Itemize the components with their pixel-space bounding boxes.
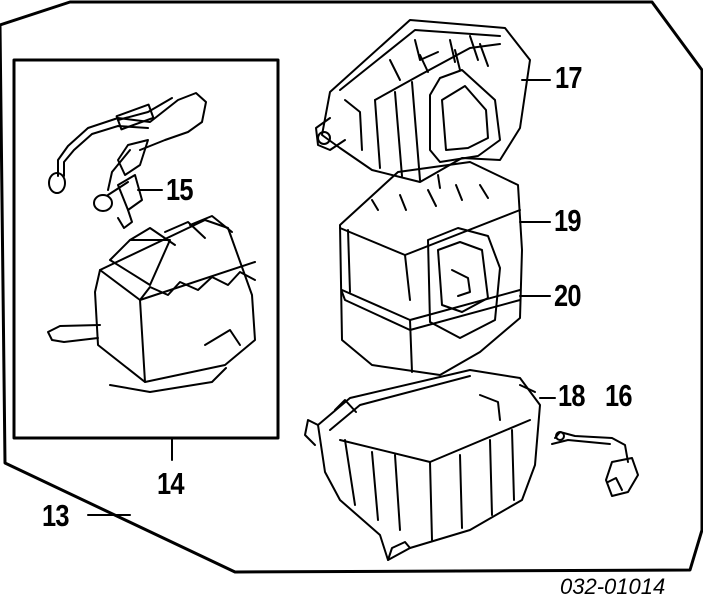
inset-box	[14, 60, 278, 438]
callout-15: 15	[166, 172, 193, 207]
heater-valve	[49, 93, 206, 228]
part-code: 032-01014	[560, 574, 666, 599]
callout-14: 14	[157, 466, 184, 501]
callout-18: 18	[558, 378, 585, 413]
blower-housing	[340, 162, 522, 375]
callout-17: 17	[555, 60, 582, 95]
callout-13: 13	[42, 498, 69, 533]
callout-20: 20	[554, 278, 581, 313]
heater-core	[48, 216, 255, 392]
callout-16: 16	[605, 378, 632, 413]
thermo-sensor	[552, 432, 638, 496]
callout-19: 19	[554, 203, 581, 238]
lower-case	[305, 370, 540, 560]
assembly-outline	[0, 2, 702, 572]
upper-case	[316, 20, 530, 188]
